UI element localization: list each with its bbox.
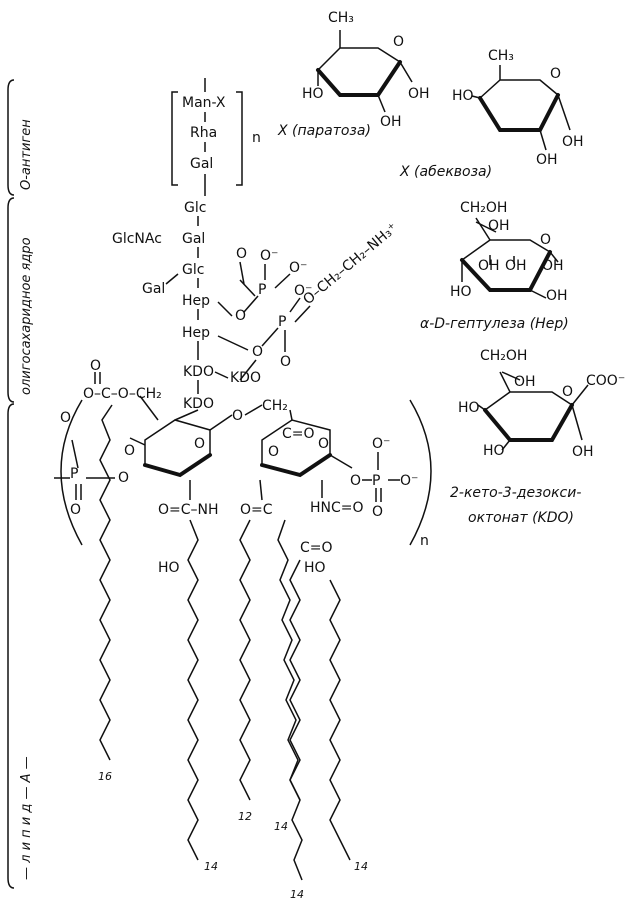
chain-length-14-a: 14: [204, 860, 218, 873]
lipid-n: n: [420, 533, 429, 549]
svg-text:O: O: [393, 34, 404, 50]
hydroxy-right: HO: [304, 560, 326, 576]
svg-text:O⁻: O⁻: [294, 283, 312, 299]
core-gal-1: Gal: [182, 231, 205, 247]
chain-length-14-c: 14: [290, 888, 304, 901]
svg-text:CH₂OH: CH₂OH: [480, 348, 527, 364]
core-kdo-3: KDO: [183, 396, 214, 412]
svg-text:O: O: [280, 354, 291, 370]
phosphate-chain: O P O⁻ O⁻ O O P O O⁻ O–CH₂–CH₂–NH₃⁺: [217, 220, 401, 381]
svg-text:CH₃: CH₃: [488, 48, 514, 64]
kdo-structure: O CH₂OH OH HO HO COO⁻ OH 2-кето-3-дезокс…: [450, 348, 625, 526]
lipid-phosphate-left: P: [70, 466, 78, 482]
repeat-n: n: [252, 130, 261, 146]
chain-length-14-b: 14: [274, 820, 288, 833]
svg-text:HO: HO: [450, 284, 472, 300]
svg-text:O: O: [90, 358, 101, 374]
svg-text:O⁻: O⁻: [260, 248, 278, 264]
ester-mid: O=C: [240, 502, 273, 518]
chain-length-12: 12: [238, 810, 252, 823]
svg-text:O: O: [550, 66, 561, 82]
svg-text:CH₃: CH₃: [328, 10, 354, 26]
phosphate-p-2: P: [278, 314, 286, 330]
core-gal-2: Gal: [142, 281, 165, 297]
heptulose-caption: α-D-гептулеза (Hep): [420, 316, 569, 332]
amide-right: HNC=O: [310, 500, 364, 516]
svg-text:O⁻: O⁻: [372, 436, 390, 452]
svg-text:OH: OH: [478, 258, 500, 274]
abequose-caption: X (абеквоза): [399, 164, 492, 180]
svg-text:O: O: [60, 410, 71, 426]
svg-text:OH: OH: [562, 134, 584, 150]
amide-left: O=C–NH: [158, 502, 219, 518]
svg-text:O: O: [118, 470, 129, 486]
svg-text:O: O: [540, 232, 551, 248]
svg-text:O: O: [318, 436, 329, 452]
fatty-acid-chains: 16 14 12 14 14 14: [98, 404, 368, 901]
svg-text:O: O: [252, 344, 263, 360]
svg-text:OH: OH: [514, 374, 536, 390]
svg-text:COO⁻: COO⁻: [586, 373, 625, 389]
ester-group: O–C–O–CH₂: [83, 386, 162, 402]
svg-text:CH₂: CH₂: [262, 398, 288, 414]
svg-text:O: O: [194, 436, 205, 452]
core-glc-1: Glc: [184, 200, 206, 216]
core-hep-1: Hep: [182, 293, 210, 309]
chain-length-16: 16: [98, 770, 112, 783]
svg-text:OH: OH: [536, 152, 558, 168]
svg-text:HO: HO: [483, 443, 505, 459]
svg-text:O: O: [232, 408, 243, 424]
svg-text:HO: HO: [452, 88, 474, 104]
repeat-unit-rha: Rha: [190, 125, 217, 141]
svg-text:OH: OH: [542, 258, 564, 274]
lipid-a-core: O O O O CH₂ O–C–O–CH₂ O O P O O C=O O: [54, 358, 432, 576]
chain-length-14-d: 14: [354, 860, 368, 873]
svg-text:O: O: [372, 504, 383, 520]
svg-text:O: O: [562, 384, 573, 400]
repeat-unit-manx: Man-X: [182, 95, 226, 111]
svg-text:O: O: [70, 502, 81, 518]
core-glc-2: Glc: [182, 262, 204, 278]
svg-text:O: O: [268, 444, 279, 460]
lipid-a-label: — л и п и д — А —: [19, 756, 34, 880]
svg-text:O⁻: O⁻: [289, 260, 307, 276]
core-kdo-1: KDO: [183, 364, 214, 380]
repeat-unit-gal: Gal: [190, 156, 213, 172]
svg-text:OH: OH: [546, 288, 568, 304]
svg-text:O: O: [235, 308, 246, 324]
phosphate-p-1: P: [258, 282, 266, 298]
paratose-caption: X (паратоза): [277, 123, 371, 139]
region-brackets: О-антиген олигосахаридное ядро — л и п и…: [7, 79, 34, 889]
svg-text:OH: OH: [572, 444, 594, 460]
hydroxy-left: HO: [158, 560, 180, 576]
core-kdo-2: KDO: [230, 370, 261, 386]
abequose-structure: O CH₃ HO OH OH X (абеквоза): [399, 48, 584, 180]
svg-text:OH: OH: [408, 86, 430, 102]
o-antigen-label: О-антиген: [19, 119, 34, 190]
kdo-caption-1: 2-кето-3-дезокси-: [450, 485, 581, 501]
paratose-structure: O CH₃ HO OH OH X (паратоза): [277, 10, 430, 139]
svg-text:HO: HO: [458, 400, 480, 416]
svg-text:CH₂OH: CH₂OH: [460, 200, 507, 216]
kdo-caption-2: октонат (KDO): [468, 510, 574, 526]
svg-text:OH: OH: [488, 218, 510, 234]
svg-text:O: O: [236, 246, 247, 262]
svg-text:O⁻: O⁻: [400, 473, 418, 489]
svg-text:O: O: [350, 473, 361, 489]
heptulose-structure: O CH₂OH OH OH OH OH HO OH α-D-гептулеза …: [420, 200, 569, 332]
svg-text:OH: OH: [505, 258, 527, 274]
core-hep-2: Hep: [182, 325, 210, 341]
svg-text:HO: HO: [302, 86, 324, 102]
core-label: олигосахаридное ядро: [19, 237, 34, 395]
lipid-phosphate-right: P: [372, 473, 380, 489]
ester-branch: C=O: [300, 540, 333, 556]
svg-text:O: O: [124, 443, 135, 459]
core-chain: Glc GlcNAc Gal Glc Gal Hep Hep KDO KDO K…: [112, 200, 261, 412]
svg-text:OH: OH: [380, 114, 402, 130]
ethanolamine: O–CH₂–CH₂–NH₃⁺: [300, 220, 401, 308]
svg-text:C=O: C=O: [282, 426, 315, 442]
core-glcnac: GlcNAc: [112, 231, 162, 247]
o-antigen-repeat: Man-X Rha Gal n: [171, 78, 261, 196]
